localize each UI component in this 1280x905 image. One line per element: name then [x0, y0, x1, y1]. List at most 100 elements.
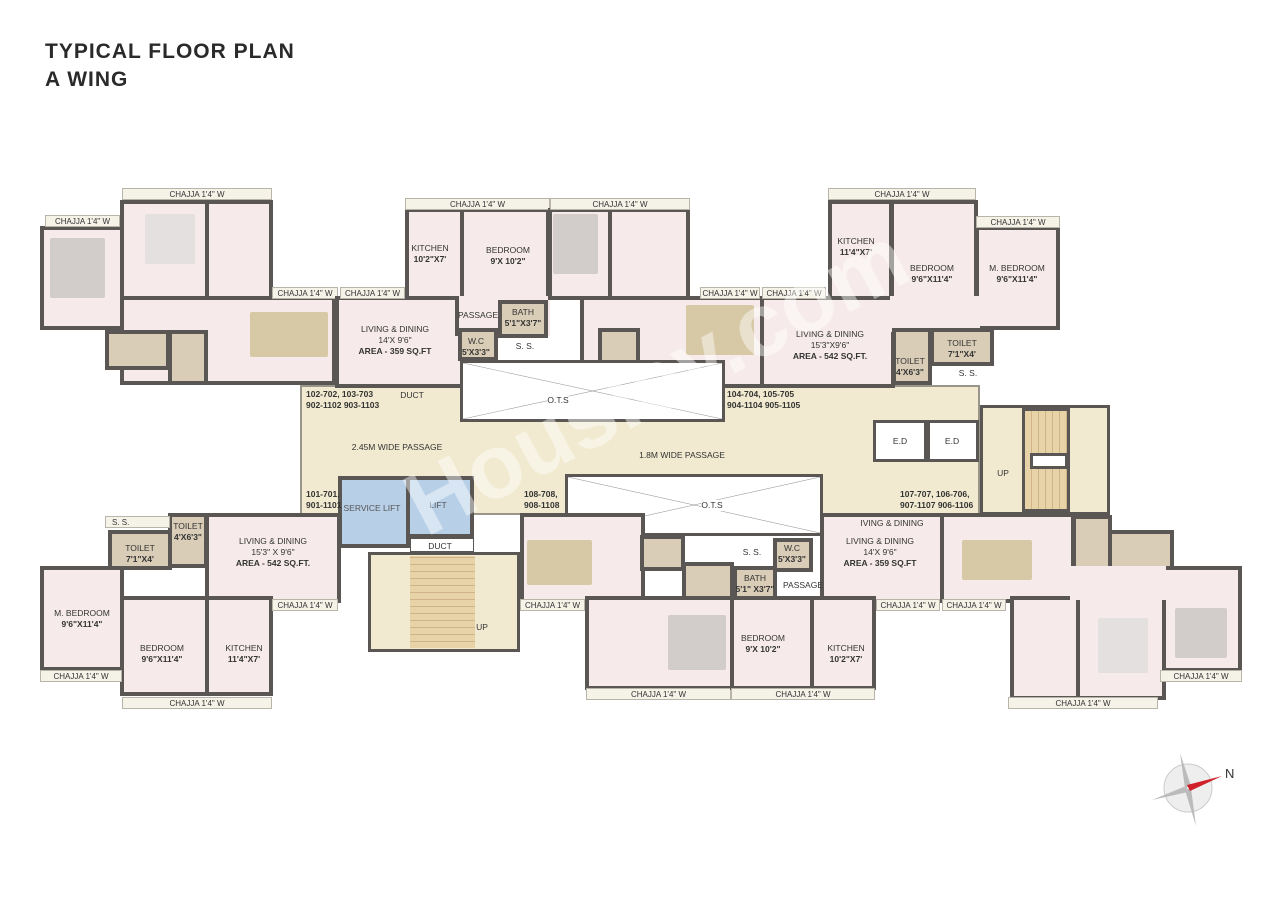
- bath: [498, 300, 548, 338]
- ots-label: O.T.S: [701, 500, 723, 511]
- chajja-label: CHAJJA 1'4" W: [272, 599, 338, 611]
- duct-label: DUCT: [428, 541, 452, 551]
- plan-title: TYPICAL FLOOR PLAN A WING: [45, 38, 295, 94]
- lobby: [890, 296, 980, 332]
- toilet: [598, 328, 640, 364]
- ots-label: O.T.S: [547, 395, 569, 406]
- toilet: [1072, 515, 1112, 571]
- chajja-label: CHAJJA 1'4" W: [700, 287, 760, 299]
- chajja-label: CHAJJA 1'4" W: [340, 287, 405, 299]
- ss-label: S. S.: [105, 516, 170, 528]
- compass-icon: [1150, 750, 1230, 830]
- sofa-set: [250, 312, 328, 357]
- chajja-label: CHAJJA 1'4" W: [40, 670, 122, 682]
- ss-label: S. S.: [515, 341, 535, 351]
- master-bedroom: [975, 226, 1060, 330]
- lift-label: LIFT: [429, 500, 447, 510]
- title-line-2: A WING: [45, 68, 129, 91]
- up-label: UP: [997, 468, 1009, 478]
- chajja-label: CHAJJA 1'4" W: [876, 599, 940, 611]
- passage: [1070, 566, 1166, 600]
- bed: [553, 214, 598, 274]
- service-lift-label: SERVICE LIFT: [343, 503, 401, 513]
- bed: [145, 214, 195, 264]
- master-bedroom: [40, 566, 124, 671]
- bedroom: [120, 596, 210, 696]
- toilet: [168, 513, 208, 568]
- unit-numbers: 101-701,901-1101: [306, 489, 342, 510]
- sofa-set: [962, 540, 1032, 580]
- bed: [1175, 608, 1227, 658]
- bed: [1098, 618, 1148, 673]
- passage-label: 1.8M WIDE PASSAGE: [639, 450, 725, 460]
- north-label: N: [1225, 766, 1235, 781]
- up-label: UP: [476, 622, 488, 632]
- chajja-label: CHAJJA 1'4" W: [1160, 670, 1242, 682]
- chajja-label: CHAJJA 1'4" W: [731, 688, 875, 700]
- chajja-label: CHAJJA 1'4" W: [405, 198, 550, 210]
- wc: [773, 538, 813, 572]
- north-needle: [1187, 776, 1222, 791]
- toilet: [640, 535, 685, 571]
- sofa-set: [686, 305, 754, 355]
- unit-numbers: 107-707, 106-706,907-1107 906-1106: [900, 489, 974, 510]
- stair-treads: [410, 556, 475, 648]
- service-lift: [338, 476, 410, 548]
- bed: [668, 615, 726, 670]
- living-label-partial: IVING & DINING: [860, 518, 924, 528]
- bedroom: [890, 200, 978, 300]
- chajja-label: CHAJJA 1'4" W: [550, 198, 690, 210]
- chajja-label: CHAJJA 1'4" W: [942, 599, 1006, 611]
- stair-well: [1030, 453, 1068, 469]
- passage-label: PASSAGE: [458, 310, 498, 320]
- passage-label: 2.45M WIDE PASSAGE: [351, 442, 443, 452]
- lift: [406, 476, 474, 538]
- chajja-label: CHAJJA 1'4" W: [122, 188, 272, 200]
- chajja-label: CHAJJA 1'4" W: [976, 216, 1060, 228]
- kitchen: [205, 596, 273, 696]
- kitchen: [205, 200, 273, 300]
- passage-label: PASSAGE: [783, 580, 823, 590]
- electric-duct: [873, 420, 927, 462]
- ss-label: S. S.: [958, 368, 978, 378]
- title-line-1: TYPICAL FLOOR PLAN: [45, 40, 295, 63]
- chajja-label: CHAJJA 1'4" W: [122, 697, 272, 709]
- ed-label: E.D: [892, 436, 908, 446]
- chajja-label: CHAJJA 1'4" W: [45, 215, 120, 227]
- duct-label: DUCT: [400, 390, 424, 400]
- kitchen: [810, 596, 876, 690]
- chajja-label: CHAJJA 1'4" W: [272, 287, 338, 299]
- toilet: [1108, 530, 1174, 570]
- kitchen: [608, 208, 690, 300]
- chajja-label: CHAJJA 1'4" W: [828, 188, 976, 200]
- staircase: [368, 552, 520, 652]
- unit-numbers: 108-708,908-1108: [524, 489, 560, 510]
- bed: [50, 238, 105, 298]
- electric-duct: [927, 420, 979, 462]
- chajja-label: CHAJJA 1'4" W: [762, 287, 826, 299]
- duct: [410, 538, 474, 552]
- ots-shaft: [460, 360, 725, 422]
- living-dining: [760, 296, 895, 388]
